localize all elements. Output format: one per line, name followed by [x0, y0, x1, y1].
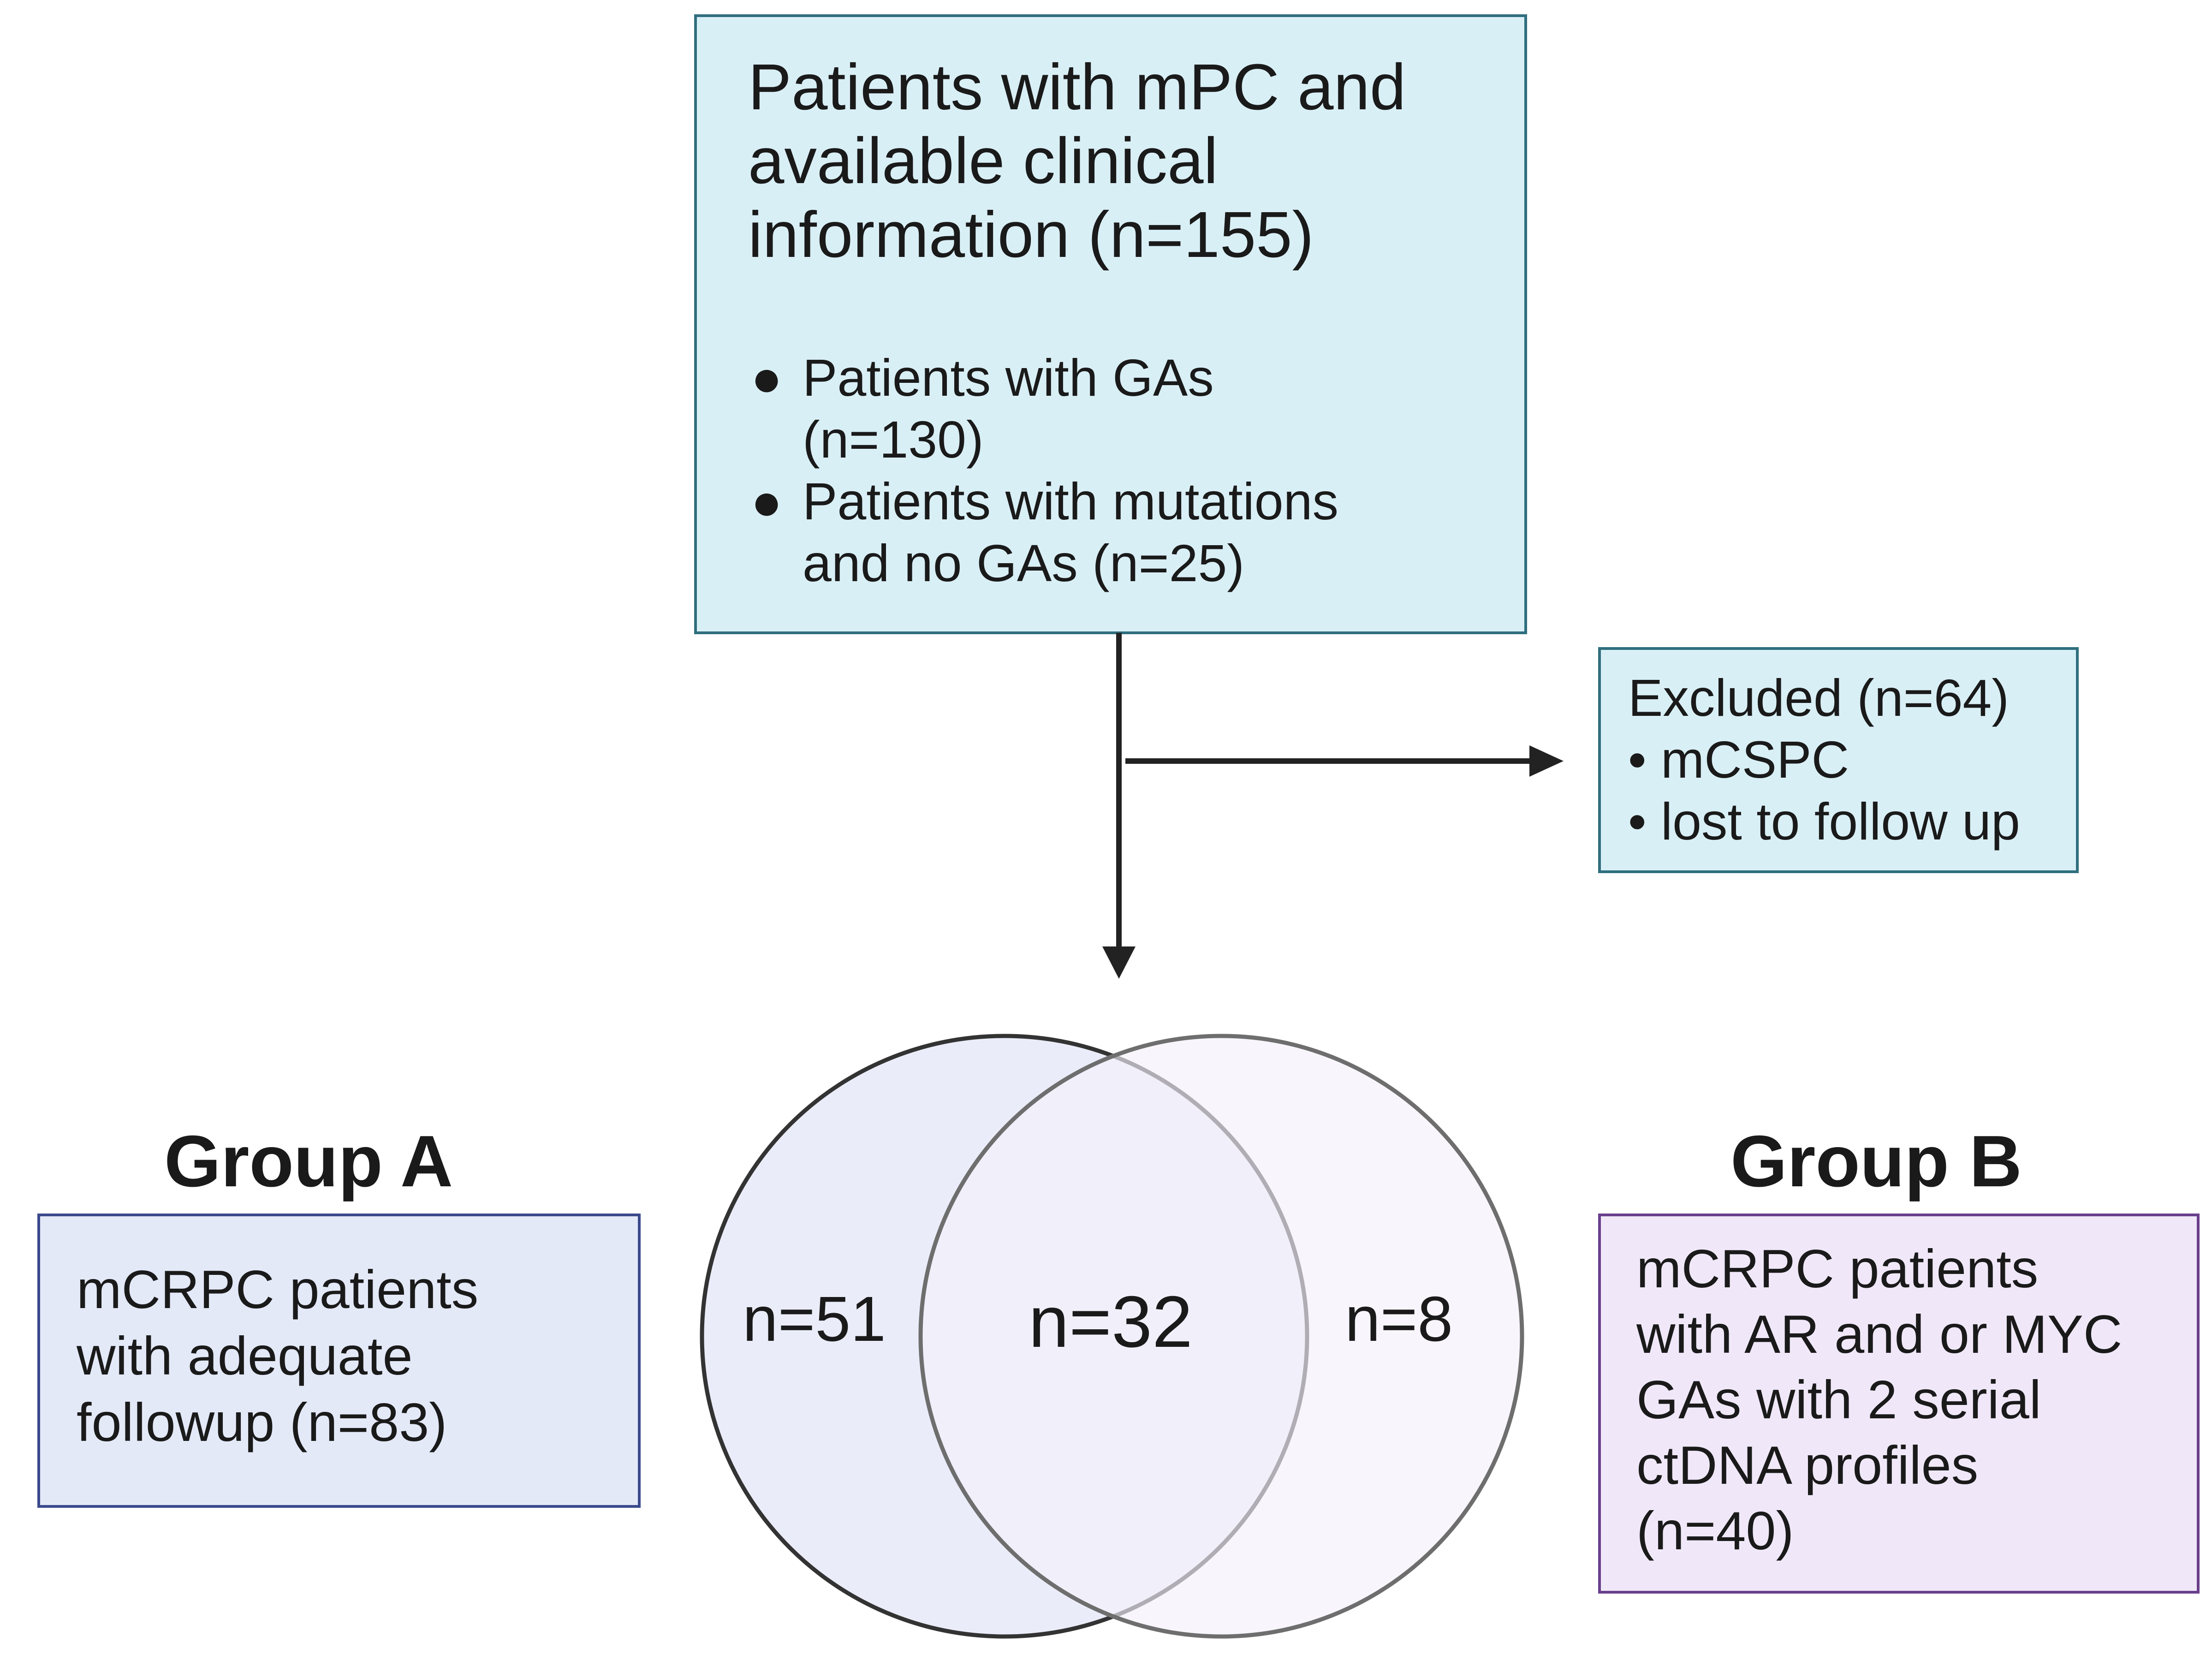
group-b-box-line: (n=40): [1636, 1500, 1794, 1561]
bullet-dot-icon: •: [1628, 731, 1647, 789]
top-box: [694, 14, 1527, 634]
excluded-item-label: mCSPC: [1660, 731, 1849, 789]
excluded-title: Excluded (n=64): [1628, 669, 2010, 727]
group-a-box-line: followup (n=83): [77, 1392, 447, 1452]
venn-overlap-count: n=32: [1029, 1281, 1193, 1363]
excluded-item: • mCSPC: [1628, 729, 2020, 791]
bullet-line: Patients with mutations: [803, 472, 1338, 530]
excluded-item: • lost to follow up: [1628, 791, 2020, 852]
right-arrow-head: [1529, 745, 1564, 777]
group-b-box-text: mCRPC patients with AR and or MYC GAs wi…: [1636, 1236, 2122, 1564]
bullet-dot-icon: •: [1628, 792, 1647, 851]
group-a-box-line: mCRPC patients: [77, 1259, 479, 1320]
excluded-box: [1598, 647, 2079, 873]
bullet-line: Patients with GAs: [803, 349, 1214, 407]
bullet-dot-icon: ●: [751, 472, 783, 530]
group-b-box-line: with AR and or MYC: [1636, 1304, 2123, 1364]
group-b-box: [1598, 1214, 2200, 1594]
top-box-bullet-list: ● Patients with GAs (n=130) ● Patients w…: [751, 347, 1338, 594]
top-box-heading-line: information (n=155): [748, 198, 1314, 271]
group-a-box-text: mCRPC patients with adequate followup (n…: [77, 1256, 478, 1456]
excluded-box-text: Excluded (n=64) • mCSPC • lost to follow…: [1628, 667, 2020, 852]
group-a-label: Group A: [164, 1121, 453, 1202]
bullet-line: (n=130): [803, 411, 984, 469]
group-b-box-line: mCRPC patients: [1636, 1238, 2039, 1299]
top-box-heading-line: Patients with mPC and: [748, 50, 1406, 123]
top-box-bullet-item: ● Patients with GAs (n=130): [751, 347, 1338, 470]
group-b-box-line: GAs with 2 serial: [1636, 1369, 2041, 1430]
down-arrow-head: [1102, 946, 1136, 979]
top-box-heading: Patients with mPC and available clinical…: [748, 50, 1406, 271]
venn-right-count: n=8: [1345, 1284, 1453, 1355]
top-box-bullet-item: ● Patients with mutations and no GAs (n=…: [751, 470, 1338, 594]
group-b-box-line: ctDNA profiles: [1636, 1435, 1979, 1495]
venn-right-circle: [918, 1034, 1524, 1639]
venn-left-count: n=51: [743, 1284, 886, 1355]
group-a-box-line: with adequate: [77, 1326, 413, 1386]
bullet-dot-icon: ●: [751, 349, 783, 407]
excluded-item-label: lost to follow up: [1660, 792, 2020, 851]
group-b-label: Group B: [1730, 1121, 2022, 1202]
bullet-line: and no GAs (n=25): [803, 534, 1244, 592]
top-box-heading-line: available clinical: [748, 124, 1218, 197]
group-a-box: [37, 1214, 641, 1508]
